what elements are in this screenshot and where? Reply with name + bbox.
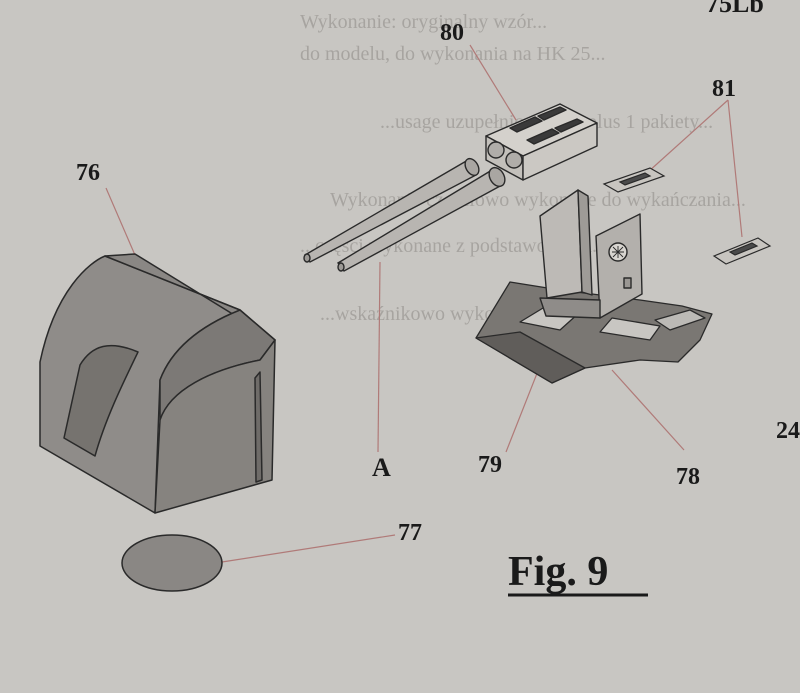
callout-76: 76 <box>76 160 100 186</box>
callout-78: 78 <box>676 464 700 490</box>
leader-81b <box>727 99 743 238</box>
leader-a <box>377 261 381 453</box>
leader-77 <box>221 534 396 563</box>
part-77-disc <box>121 534 223 592</box>
header-fragment: 75Lb <box>706 0 764 18</box>
figure-caption: Fig. 9 <box>508 549 608 595</box>
part-a-gun-barrels <box>303 157 506 272</box>
callout-79: 79 <box>478 452 502 478</box>
part-81-plates <box>602 167 772 265</box>
ghost-line-1: Wykonanie: oryginalny wzór... <box>300 11 547 33</box>
callout-a: A <box>372 453 391 482</box>
part-79-mount-bracket <box>539 189 643 319</box>
leader-78 <box>611 369 685 451</box>
callout-81: 81 <box>712 76 736 102</box>
leader-81a <box>647 99 729 173</box>
part-78-base-deck <box>475 281 713 384</box>
page-edge-number: 24 <box>776 418 800 444</box>
ghost-line-2: do modelu, do wykonania na HK 25... <box>300 43 606 65</box>
callout-77: 77 <box>398 520 422 546</box>
leader-76 <box>105 187 139 263</box>
leader-80 <box>469 44 517 121</box>
part-76-turret-shield <box>39 253 276 514</box>
part-80-cradle-block <box>485 103 598 181</box>
callout-80: 80 <box>440 20 464 46</box>
